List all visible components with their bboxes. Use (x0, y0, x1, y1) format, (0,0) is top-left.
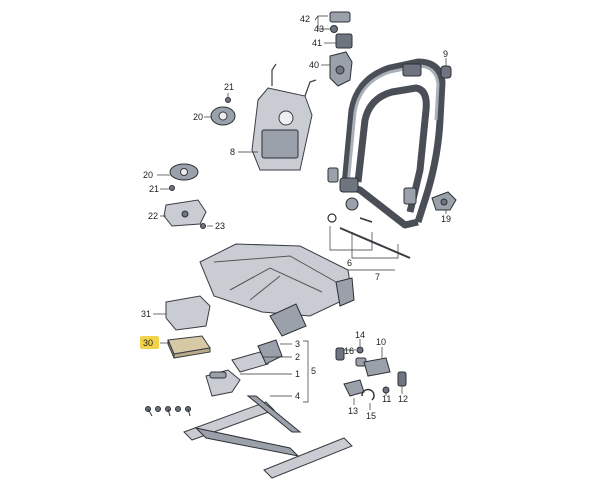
callout-10: 10 (376, 337, 386, 347)
callout-4: 4 (295, 391, 300, 401)
callout-11: 11 (382, 394, 391, 404)
callout-30: 30 (143, 338, 153, 348)
seat-pan-frame (199, 243, 355, 337)
callout-15: 15 (366, 411, 376, 421)
callout-5: 5 (311, 366, 316, 376)
callout-21-lower: 21 (149, 184, 159, 194)
callout-19: 19 (441, 214, 451, 224)
callout-31: 31 (141, 309, 151, 319)
callout-13: 13 (348, 406, 358, 416)
fastener-bolts (145, 406, 191, 417)
callout-21-upper: 21 (224, 82, 234, 92)
callout-3: 3 (295, 339, 300, 349)
part-9-cap: 9 (440, 49, 452, 79)
callout-14: 14 (355, 330, 365, 340)
seat-back-frame (327, 58, 446, 229)
callout-2: 2 (295, 352, 300, 362)
callout-43: 43 (314, 24, 324, 34)
small-parts-10-16: 14 10 16 13 15 11 12 (335, 330, 408, 421)
parts-20-21-lower: 20 21 (143, 163, 199, 194)
callout-8: 8 (230, 147, 235, 157)
part-6-7-rod: 6 7 (327, 213, 411, 282)
callout-40: 40 (309, 60, 319, 70)
callout-42: 42 (300, 14, 310, 24)
callout-12: 12 (398, 394, 408, 404)
callout-23: 23 (215, 221, 225, 231)
callout-22: 22 (148, 211, 158, 221)
parts-20-21-upper: 20 21 (193, 82, 236, 126)
callout-41: 41 (312, 38, 322, 48)
parts-22-23: 22 23 (148, 199, 225, 231)
parts-1-2-motor: 2 1 (205, 352, 300, 397)
callout-30-highlight (140, 336, 159, 349)
part-8-lumbar-panel: 8 (230, 63, 317, 171)
callout-1: 1 (295, 369, 300, 379)
part-19-bracket: 19 (431, 191, 457, 224)
part-30-control-module: 30 (140, 335, 211, 359)
callout-9: 9 (443, 49, 448, 59)
parts-40-43-top: 42 43 41 40 (300, 11, 353, 87)
callout-20-lower: 20 (143, 170, 153, 180)
callout-16: 16 (344, 346, 354, 356)
callout-7: 7 (375, 272, 380, 282)
parts-3-motor: 3 (231, 339, 300, 373)
callout-6: 6 (347, 258, 352, 268)
callout-20-upper: 20 (193, 112, 203, 122)
part-31-bracket: 31 (141, 295, 211, 331)
seat-rails: 4 5 (183, 340, 353, 479)
